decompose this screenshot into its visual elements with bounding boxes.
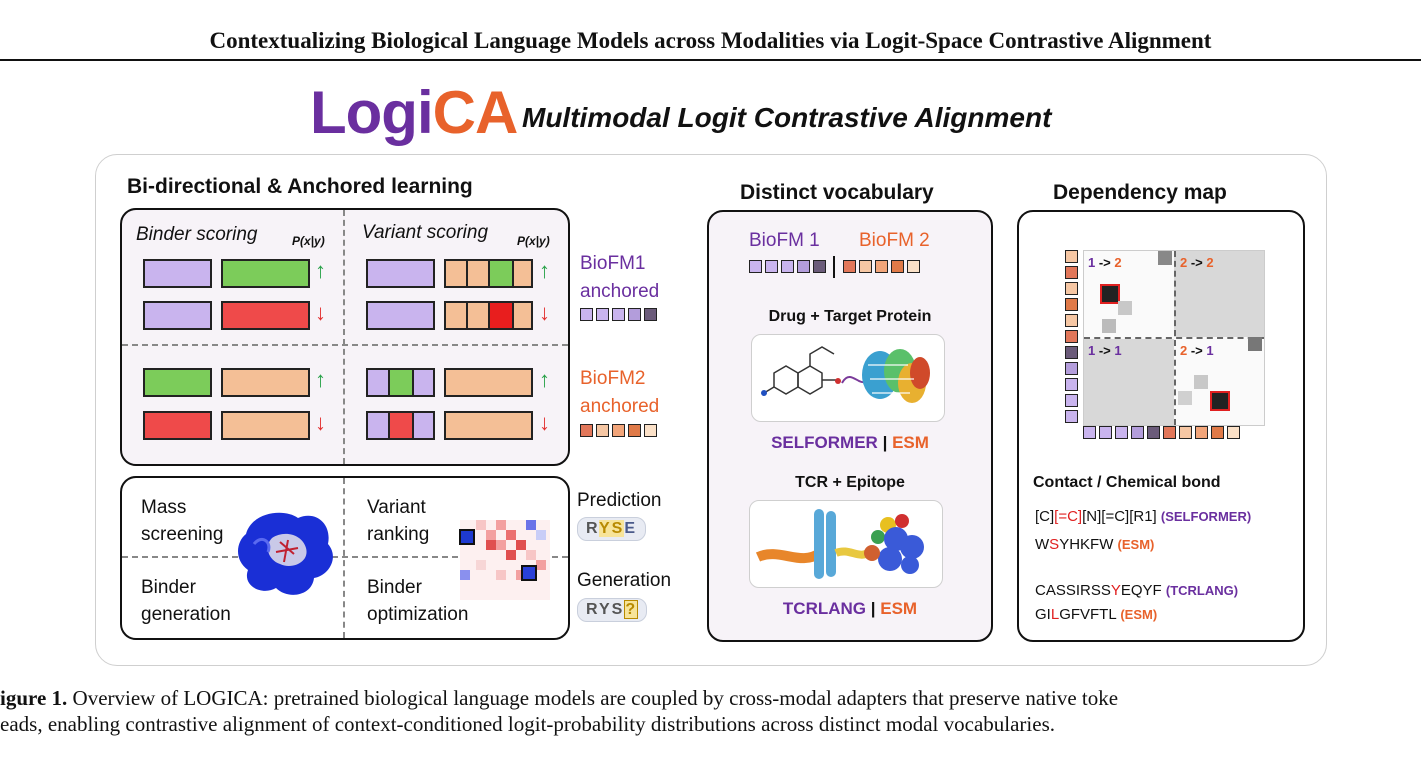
protein-surface-illustration <box>238 512 333 595</box>
seq-bar-orange <box>444 259 533 288</box>
esm-label: ESM <box>892 433 929 452</box>
vocab-panel: BioFM 1 BioFM 2 Drug + Target Protein <box>707 210 993 642</box>
quadrant-2-1: 2 -> 1 <box>1180 343 1214 358</box>
seq-esm-2: GILGFVFTL (ESM) <box>1035 606 1158 623</box>
prediction-tokens: RYSE <box>577 517 646 541</box>
figure-subtitle: Multimodal Logit Contrastive Alignment <box>522 102 1052 133</box>
seq-bar-purple <box>143 301 212 330</box>
tcrlang-label: TCRLANG <box>782 599 867 618</box>
up-arrow: ↑ <box>539 367 550 392</box>
figure-caption: igure 1. Overview of LOGICA: pretrained … <box>0 685 1421 737</box>
down-arrow: ↓ <box>539 300 550 325</box>
logo-part2: CA <box>432 79 519 146</box>
tcr-epitope-illustration <box>755 509 924 579</box>
seq-bar-orange <box>444 301 533 330</box>
quadrant-2-2: 2 -> 2 <box>1180 255 1214 270</box>
tcr-epitope-image <box>749 500 943 588</box>
panel-divider-v <box>343 210 345 464</box>
drug-model-pair: SELFORMER | ESM <box>771 433 929 452</box>
apps-divider-v <box>343 478 345 638</box>
seq-selformer: [C][=C][N][=C][R1] (SELFORMER) <box>1035 508 1252 525</box>
seq-esm-1: WSYHKFW (ESM) <box>1035 536 1155 553</box>
seq-bar-green <box>221 259 310 288</box>
generation-label: Generation <box>577 570 672 591</box>
seq-bar-purple <box>143 259 212 288</box>
variant-heatmap <box>459 520 550 600</box>
paper-title: Contextualizing Biological Language Mode… <box>209 28 1212 53</box>
quadrant-1-2: 1 -> 2 <box>1088 255 1122 270</box>
binder-generation-label: Binder generation <box>141 577 231 625</box>
seq-bar-orange <box>444 368 533 397</box>
up-arrow: ↑ <box>315 367 326 392</box>
selformer-label: SELFORMER <box>771 433 878 452</box>
panel-divider-h <box>122 344 568 346</box>
binder-scoring-label: Binder scoring <box>136 224 258 245</box>
caption-text: Overview of LOGICA: pretrained biologica… <box>67 686 1119 710</box>
down-arrow: ↓ <box>315 300 326 325</box>
tcr-epitope-title: TCR + Epitope <box>795 474 905 491</box>
seq-bar-orange <box>444 411 533 440</box>
contact-title: Contact / Chemical bond <box>1033 474 1221 491</box>
seq-bar-orange <box>221 368 310 397</box>
binder-optimization-label: Binder optimization <box>367 577 469 625</box>
esm-label-2: ESM <box>880 599 918 618</box>
pxy-label-1: P(x|y) <box>292 234 325 248</box>
seq-bar-green <box>143 368 212 397</box>
logo-part1: Logi <box>310 79 434 146</box>
applications-panel: Mass screening Variant ranking Binder ge… <box>120 476 570 640</box>
down-arrow: ↓ <box>539 410 550 435</box>
drug-target-title: Drug + Target Protein <box>768 308 932 325</box>
logica-logo: LogiCA <box>310 78 519 147</box>
seq-bar-purple <box>366 411 435 440</box>
apps-divider-h <box>122 556 568 558</box>
dependency-matrix: 1 -> 2 2 -> 2 1 -> 1 2 -> 1 <box>1083 250 1265 426</box>
variant-scoring-label: Variant scoring <box>362 222 489 243</box>
down-arrow: ↓ <box>315 410 326 435</box>
up-arrow: ↑ <box>539 258 550 283</box>
seq-bar-red <box>143 411 212 440</box>
quadrant-1-1: 1 -> 1 <box>1088 343 1122 358</box>
dependency-section-title: Dependency map <box>1053 181 1227 204</box>
generation-tokens: RYS? <box>577 598 648 622</box>
left-section-title: Bi-directional & Anchored learning <box>127 175 473 198</box>
header-rule <box>0 59 1421 61</box>
row-token-strip <box>1065 250 1079 423</box>
biofm2-label: BioFM 2 <box>859 230 930 251</box>
drug-protein-image <box>751 334 945 422</box>
seq-bar-purple <box>366 259 435 288</box>
prediction-label: Prediction <box>577 490 662 511</box>
caption-label: igure 1. <box>0 686 68 710</box>
caption-line2: eads, enabling contrastive alignment of … <box>0 712 1056 736</box>
drug-protein-illustration <box>761 346 930 403</box>
biofm1-anchored-label: BioFM1 anchored <box>580 253 660 302</box>
seq-bar-orange <box>221 411 310 440</box>
variant-ranking-label: Variant ranking <box>367 497 430 545</box>
seq-bar-red <box>221 301 310 330</box>
pxy-label-2: P(x|y) <box>517 234 550 248</box>
seq-bar-purple <box>366 301 435 330</box>
seq-tcrlang: CASSIRSSYEQYF (TCRLANG) <box>1035 582 1239 599</box>
up-arrow: ↑ <box>315 258 326 283</box>
seq-bar-purple <box>366 368 435 397</box>
tcr-model-pair: TCRLANG | ESM <box>782 599 918 618</box>
dependency-panel: 1 -> 2 2 -> 2 1 -> 1 2 -> 1 Contact / Ch… <box>1017 210 1305 642</box>
vocab-section-title: Distinct vocabulary <box>740 181 934 204</box>
biofm1-label: BioFM 1 <box>749 230 820 251</box>
biofm2-anchored-label: BioFM2 anchored <box>580 368 660 417</box>
mass-screening-label: Mass screening <box>141 497 224 545</box>
scoring-panel: Binder scoring P(x|y) Variant scoring P(… <box>120 208 570 466</box>
